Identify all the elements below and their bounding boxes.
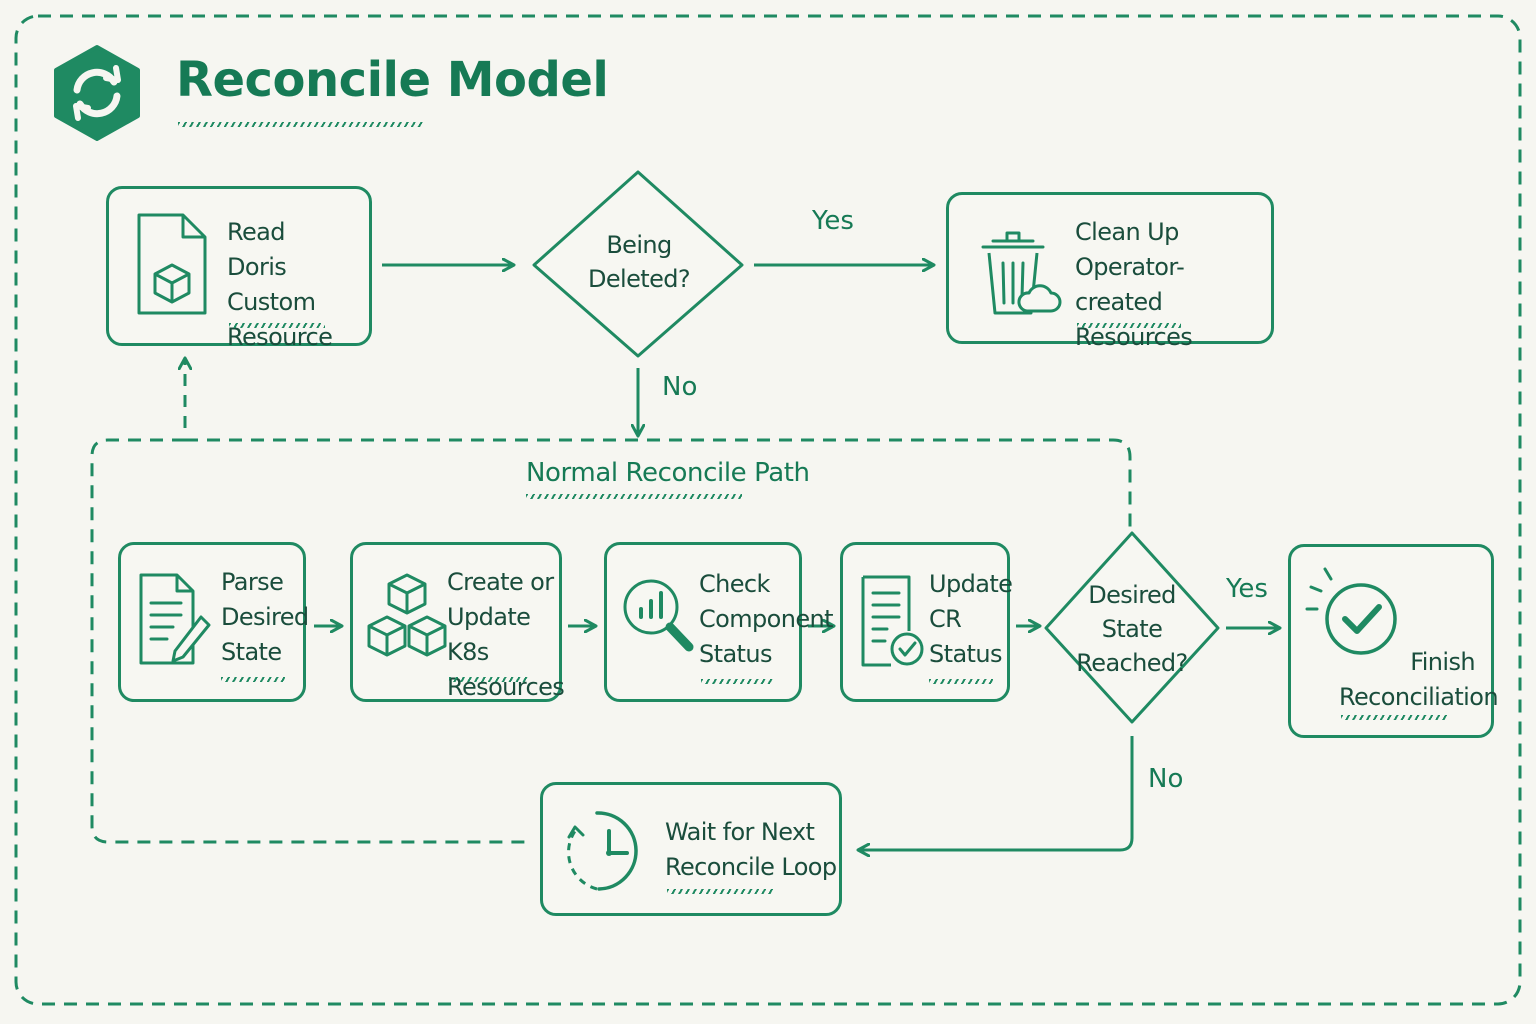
- edge-deleted-no-label: No: [662, 372, 698, 402]
- node-check: Check Component Status: [604, 542, 834, 702]
- node-clean-up: Clean Up Operator-created Resources: [946, 192, 1274, 351]
- diamond-desired-reached: [1044, 531, 1220, 724]
- edge-deleted-yes-label: Yes: [812, 206, 854, 236]
- title-underline: [178, 122, 424, 127]
- cubes-icon: [367, 573, 447, 657]
- node-clean-up-label: Clean Up Operator-created Resources: [1075, 218, 1193, 351]
- node-clean-up-underline: [1077, 323, 1181, 328]
- outer-frame: [14, 14, 1522, 1006]
- edge-desired-no-label: No: [1148, 764, 1184, 794]
- diamond-being-deleted-label: Being Deleted?: [587, 231, 691, 293]
- node-create-update-label: Create or Update K8s Resources: [447, 568, 565, 701]
- document-cube-icon: [137, 213, 207, 315]
- node-wait-underline: [667, 889, 775, 894]
- diamond-desired-reached-label: Desired State Reached?: [1076, 581, 1188, 677]
- document-pencil-icon: [139, 573, 211, 665]
- page-title: Reconcile Model: [176, 52, 609, 108]
- document-check-icon: [861, 575, 924, 667]
- diamond-being-deleted: [532, 170, 744, 358]
- sync-icon: [54, 45, 140, 141]
- trash-cloud-icon: [981, 231, 1062, 315]
- magnifier-chart-icon: [623, 579, 694, 652]
- check-circle-icon: [1305, 567, 1397, 655]
- node-create-update: Create or Update K8s Resources: [350, 542, 565, 702]
- node-finish-label: Finish Reconciliation: [1339, 648, 1499, 711]
- node-finish-underline: [1341, 715, 1447, 720]
- node-update-cr: Update CR Status: [840, 542, 1013, 702]
- edge-desired-no: [858, 736, 1134, 850]
- node-parse-underline: [221, 677, 285, 682]
- node-wait: Wait for Next Reconcile Loop: [540, 782, 842, 916]
- node-update-cr-label: Update CR Status: [929, 570, 1013, 668]
- node-parse-label: Parse Desired State: [221, 568, 309, 666]
- node-read-cr-underline: [229, 323, 325, 328]
- node-finish: Finish Reconciliation: [1288, 544, 1499, 738]
- node-create-update-underline: [449, 677, 529, 682]
- node-read-cr: Read Doris Custom Resource: [106, 186, 372, 351]
- node-read-cr-label: Read Doris Custom Resource: [227, 218, 333, 351]
- node-parse: Parse Desired State: [118, 542, 309, 702]
- clock-icon: [567, 811, 638, 891]
- node-check-underline: [701, 679, 773, 684]
- node-check-label: Check Component Status: [699, 570, 834, 668]
- group-label-underline: [526, 494, 742, 499]
- group-frame-normal-path: [90, 438, 1132, 844]
- group-label: Normal Reconcile Path: [526, 458, 810, 488]
- node-update-cr-underline: [929, 679, 993, 684]
- edge-desired-yes-label: Yes: [1226, 574, 1268, 604]
- node-wait-label: Wait for Next Reconcile Loop: [665, 818, 837, 881]
